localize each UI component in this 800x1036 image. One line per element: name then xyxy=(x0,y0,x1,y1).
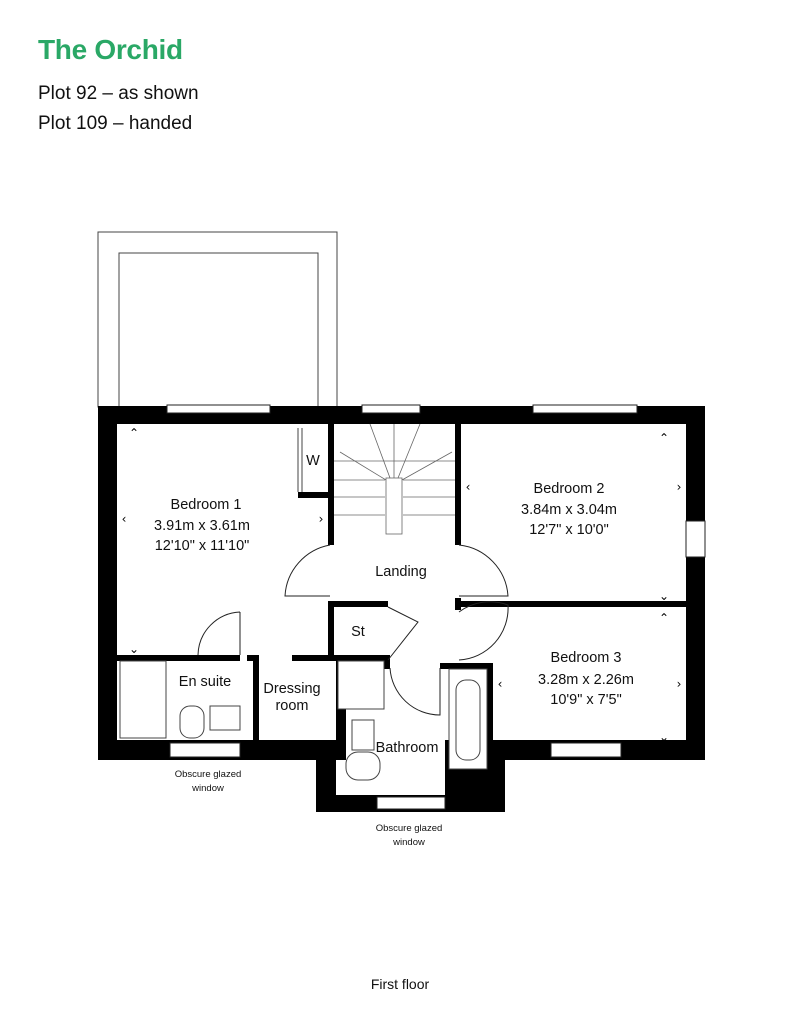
svg-text:‹: ‹ xyxy=(122,512,127,526)
roof-outline xyxy=(97,231,338,408)
shower-tray xyxy=(337,660,385,710)
svg-text:⌄: ⌄ xyxy=(129,642,139,656)
toilet xyxy=(179,705,205,739)
plot-line: Plot 109 – handed xyxy=(38,113,193,134)
windows xyxy=(166,404,706,810)
wardrobe-door xyxy=(297,428,303,492)
window xyxy=(532,404,638,414)
svg-text:›: › xyxy=(677,480,682,494)
svg-text:⌃: ⌃ xyxy=(659,611,669,625)
window xyxy=(550,742,622,758)
room-name-wardrobe: W xyxy=(306,453,320,469)
window xyxy=(361,404,421,414)
window-note: window xyxy=(392,837,425,848)
toilet xyxy=(345,751,381,781)
svg-text:›: › xyxy=(677,677,682,691)
basin xyxy=(209,705,241,731)
svg-text:⌃: ⌃ xyxy=(129,426,139,440)
svg-text:›: › xyxy=(319,512,324,526)
staircase xyxy=(334,423,455,535)
room-imperial-bedroom2: 12'7" x 10'0" xyxy=(529,522,609,538)
room-name-bedroom1: Bedroom 1 xyxy=(171,497,242,513)
svg-text:‹: ‹ xyxy=(466,480,471,494)
floor-label: First floor xyxy=(370,976,430,992)
room-name-dressing: room xyxy=(275,698,308,714)
window xyxy=(169,742,241,758)
room-name-bedroom2: Bedroom 2 xyxy=(534,481,605,497)
doors xyxy=(197,544,509,716)
window xyxy=(685,520,706,558)
room-name-bathroom: Bathroom xyxy=(376,740,439,756)
house-type-title: The Orchid xyxy=(38,34,183,65)
window xyxy=(166,404,271,414)
room-imperial-bedroom1: 12'10" x 11'10" xyxy=(155,538,250,554)
window-note: window xyxy=(191,783,224,794)
window-note: Obscure glazed xyxy=(175,769,242,780)
fixtures xyxy=(119,660,488,781)
bath-inner xyxy=(455,679,481,761)
interior-walls xyxy=(117,424,686,740)
basin xyxy=(351,719,375,751)
shower-tray xyxy=(119,660,167,739)
room-metric-bedroom3: 3.28m x 2.26m xyxy=(538,672,634,688)
svg-text:⌄: ⌄ xyxy=(659,730,669,744)
room-metric-bedroom2: 3.84m x 3.04m xyxy=(521,502,617,518)
svg-text:⌄: ⌄ xyxy=(659,589,669,603)
room-name-landing: Landing xyxy=(375,564,427,580)
window xyxy=(376,796,446,810)
room-name-bedroom3: Bedroom 3 xyxy=(551,650,622,666)
room-imperial-bedroom3: 10'9" x 7'5" xyxy=(550,692,621,708)
dimension-arrows: ⌃ ⌄ ‹ › ⌃ ⌄ ‹ › ⌃ ⌄ ‹ › xyxy=(122,426,682,744)
plot-line: Plot 92 – as shown xyxy=(38,83,199,104)
svg-text:‹: ‹ xyxy=(498,677,503,691)
room-name-ensuite: En suite xyxy=(179,674,231,690)
svg-text:⌃: ⌃ xyxy=(659,431,669,445)
room-metric-bedroom1: 3.91m x 3.61m xyxy=(154,518,250,534)
window-note: Obscure glazed xyxy=(376,823,443,834)
room-name-storage: St xyxy=(351,624,365,640)
room-name-dressing: Dressing xyxy=(263,681,320,697)
